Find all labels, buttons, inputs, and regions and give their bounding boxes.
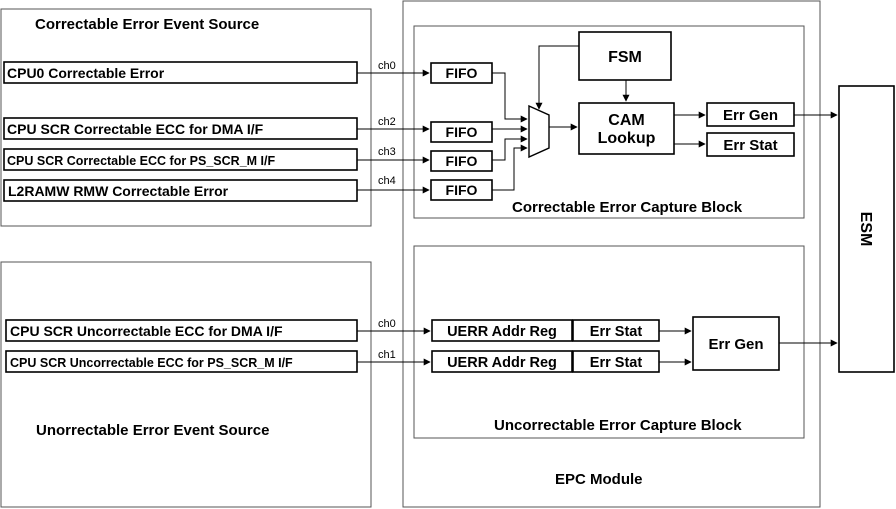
input-scr-ecc-ps-scr-m-label: CPU SCR Correctable ECC for PS_SCR_M I/F bbox=[7, 154, 275, 168]
epc-module-title: EPC Module bbox=[555, 471, 643, 488]
uncorrectable-capture-block-title: Uncorrectable Error Capture Block bbox=[494, 417, 742, 434]
esm-box bbox=[838, 85, 895, 373]
correctable-capture-block bbox=[413, 25, 805, 219]
channel-label-ch3: ch3 bbox=[378, 146, 396, 158]
correctable-error-source: Correctable Error Event Source CPU0 Corr… bbox=[0, 8, 372, 227]
uncorrectable-error-source: Unorrectable Error Event Source CPU SCR … bbox=[0, 261, 372, 508]
uncorrectable-err-gen bbox=[692, 316, 780, 371]
esm-label: ESM bbox=[857, 212, 874, 247]
connectors bbox=[357, 45, 838, 366]
correctable-err-stat-label: Err Stat bbox=[723, 137, 777, 154]
uncorrectable-err-gen-label: Err Gen bbox=[708, 336, 763, 353]
channel-label-ch4: ch4 bbox=[378, 175, 396, 187]
fifo-ch3-label: FIFO bbox=[446, 153, 478, 169]
uncorrectable-capture-block bbox=[413, 245, 805, 439]
multiplexer bbox=[528, 104, 550, 159]
fifo-ch0-label: FIFO bbox=[446, 65, 478, 81]
correctable-source-frame bbox=[0, 8, 372, 227]
fifo-ch2-label: FIFO bbox=[446, 124, 478, 140]
correctable-err-stat bbox=[706, 132, 795, 157]
uerr-addr-reg-ch0 bbox=[431, 319, 573, 342]
cam-lookup-box bbox=[578, 102, 675, 155]
input-scr-uncorr-dma-label: CPU SCR Uncorrectable ECC for DMA I/F bbox=[10, 323, 283, 339]
channel-label-ch0: ch0 bbox=[378, 60, 396, 72]
uncorrectable-source-frame bbox=[0, 261, 372, 508]
correctable-source-title: Correctable Error Event Source bbox=[35, 16, 259, 33]
uerr-addr-reg-ch1-label: UERR Addr Reg bbox=[447, 355, 557, 371]
channel-labels: ch0 ch2 ch3 ch4 ch0 ch1 bbox=[378, 60, 396, 361]
fifo-ch2 bbox=[430, 121, 493, 143]
correctable-err-gen-label: Err Gen bbox=[723, 107, 778, 124]
uerr-addr-reg-ch0-label: UERR Addr Reg bbox=[447, 324, 557, 340]
uncorrectable-source-title: Unorrectable Error Event Source bbox=[36, 422, 269, 439]
arrow-fifo4-to-mux bbox=[492, 144, 528, 191]
cam-label-line1: CAM bbox=[608, 112, 644, 129]
input-cpu0-correctable-label: CPU0 Correctable Error bbox=[7, 65, 165, 81]
correctable-capture-block-title: Correctable Error Capture Block bbox=[512, 199, 743, 216]
arrow-fsm-to-mux bbox=[535, 45, 579, 110]
channel-label-uncorr-ch1: ch1 bbox=[378, 349, 396, 361]
fsm-label: FSM bbox=[608, 49, 642, 66]
esm: ESM bbox=[838, 85, 895, 373]
input-scr-uncorr-ps-scr-m-label: CPU SCR Uncorrectable ECC for PS_SCR_M I… bbox=[10, 356, 293, 370]
fifo-ch3 bbox=[430, 150, 493, 172]
channel-label-uncorr-ch0: ch0 bbox=[378, 318, 396, 330]
input-l2ramw-rmw-label: L2RAMW RMW Correctable Error bbox=[8, 183, 229, 199]
uncorr-err-stat-ch0-label: Err Stat bbox=[590, 324, 643, 340]
arrow-fifo0-to-mux bbox=[492, 72, 528, 123]
epc-module: EPC Module Correctable Error Capture Blo… bbox=[402, 0, 821, 508]
uncorr-err-stat-ch1-label: Err Stat bbox=[590, 355, 643, 371]
input-scr-ecc-dma-label: CPU SCR Correctable ECC for DMA I/F bbox=[7, 121, 264, 137]
uerr-addr-reg-ch1 bbox=[431, 350, 573, 373]
cam-label-line2: Lookup bbox=[598, 130, 656, 147]
fifo-ch4-label: FIFO bbox=[446, 182, 478, 198]
fsm-box bbox=[578, 31, 672, 81]
epc-module-frame bbox=[402, 0, 821, 508]
arrow-fifo3-to-mux bbox=[492, 135, 528, 161]
channel-label-ch2: ch2 bbox=[378, 116, 396, 128]
